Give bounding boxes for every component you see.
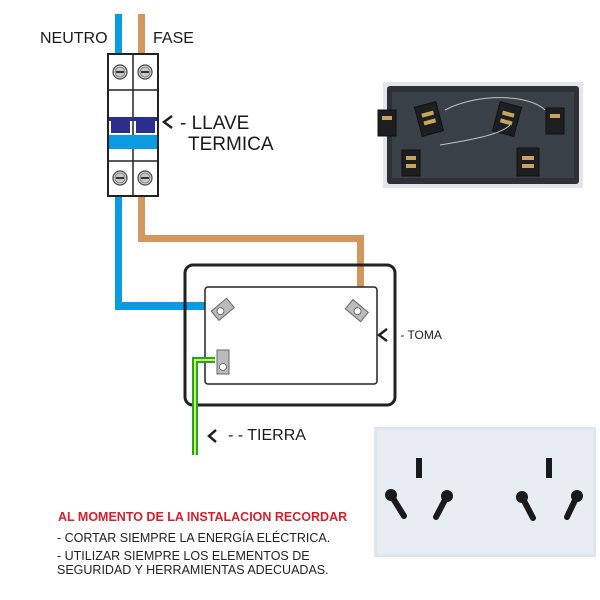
- phase-terminal: [344, 298, 369, 323]
- neutral-wire: [115, 14, 227, 310]
- neutral-terminal: [210, 297, 235, 322]
- arrow-left-icon: [376, 328, 388, 342]
- neutro-label: NEUTRO: [40, 30, 108, 47]
- circuit-breaker: [107, 53, 159, 197]
- note-item: - CORTAR SIEMPRE LA ENERGÍA ELÉCTRICA.: [57, 531, 331, 545]
- notes-title: AL MOMENTO DE LA INSTALACION RECORDAR: [58, 510, 348, 524]
- outlet-back-photo: [377, 82, 583, 188]
- ground-wire: [192, 357, 215, 455]
- phase-wire: [138, 14, 364, 310]
- screw-icon: [112, 170, 128, 186]
- llave-label-line2: TERMICA: [188, 134, 274, 155]
- ground-terminal: [216, 349, 230, 375]
- screw-icon: [137, 170, 153, 186]
- outlet-box: [183, 263, 397, 407]
- llave-label-line1: - LLAVE: [180, 113, 250, 134]
- screw-icon: [112, 64, 128, 80]
- toma-label: - - TOMA: [393, 328, 442, 342]
- arrow-left-icon: [161, 115, 173, 129]
- note-item: - UTILIZAR SIEMPRE LOS ELEMENTOS DE: [57, 549, 310, 563]
- tierra-label: - - TIERRA: [228, 427, 306, 444]
- arrow-left-icon: [207, 429, 217, 443]
- note-item: SEGURIDAD Y HERRAMIENTAS ADECUADAS.: [57, 563, 329, 577]
- screw-icon: [137, 64, 153, 80]
- outlet-front-photo: [374, 427, 596, 557]
- fase-label: FASE: [153, 30, 194, 47]
